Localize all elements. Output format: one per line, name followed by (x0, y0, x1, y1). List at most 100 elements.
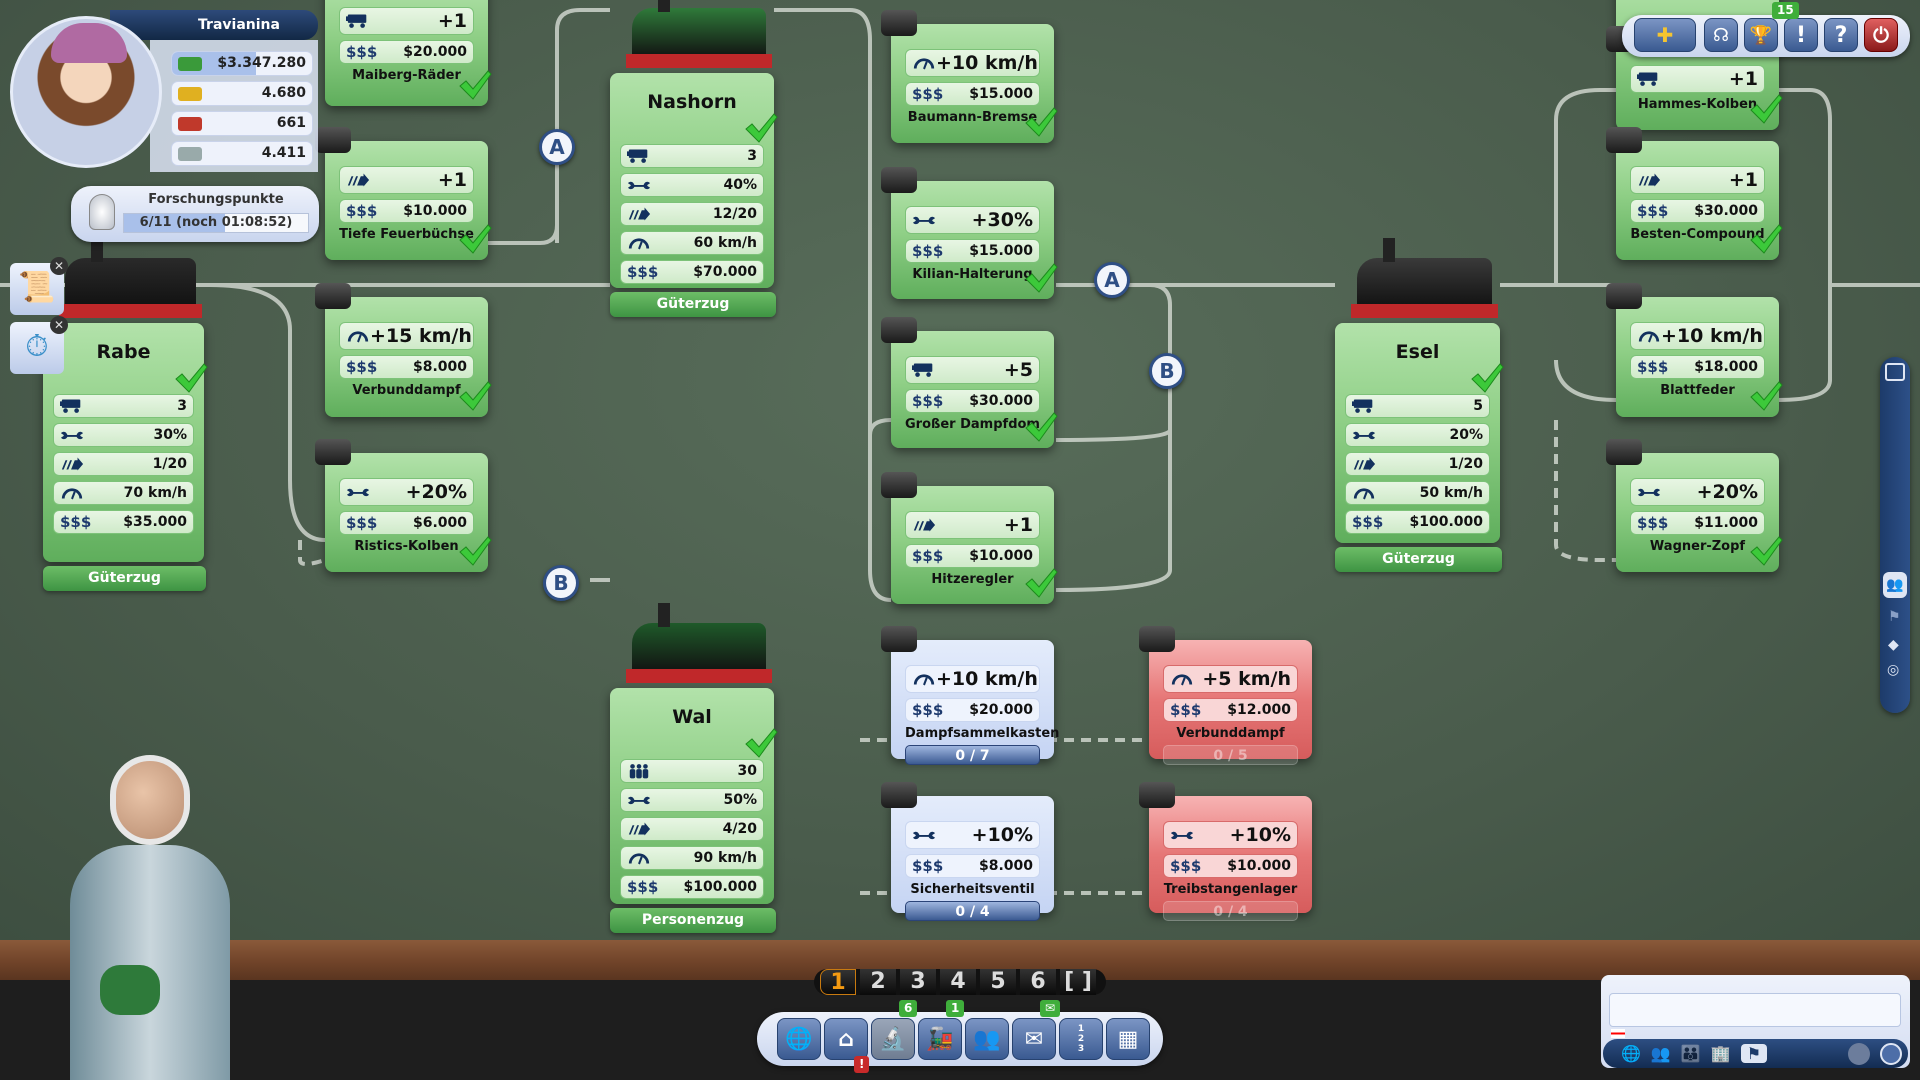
help-button[interactable]: ? (1824, 18, 1858, 52)
upgrade-bonus-row: +10 km/h (905, 665, 1040, 693)
upgrade-progress-button[interactable]: 0 / 7 (905, 745, 1040, 765)
chat-tab-flag-icon[interactable]: ⚑ (1740, 1044, 1768, 1063)
upgrade-bonus-row: +5 (905, 356, 1040, 384)
friends-icon[interactable]: 👥 (1883, 572, 1907, 598)
staff-icon: 👥 (973, 1026, 1001, 1052)
player-avatar[interactable] (10, 16, 162, 168)
page-tab-4[interactable]: 4 (940, 969, 976, 995)
upgrade-name: Baumann-Bremse (907, 110, 1038, 125)
side-scroll-panel[interactable]: 👥 ⚑ ◆ ◎ (1880, 357, 1910, 713)
locomotive-stat-value: 50% (723, 792, 757, 808)
upgrade-progress-button[interactable]: 0 / 4 (905, 901, 1040, 921)
connector-node-b: B (1149, 353, 1185, 389)
chat-tab-friends-icon[interactable]: 👥 (1650, 1044, 1671, 1063)
chat-tab-company-icon[interactable]: 🏢 (1710, 1044, 1731, 1063)
page-tab-7[interactable]: [ ] (1060, 969, 1096, 995)
locomotive-stat-row: 3 (620, 144, 764, 168)
locomotive-stat-value: 30 (737, 763, 757, 779)
upgrade-bonus: +10% (971, 824, 1033, 846)
locomotive-stat-value: 30% (153, 427, 187, 443)
chat-input[interactable] (1609, 993, 1901, 1027)
page-tab-2[interactable]: 2 (860, 969, 896, 995)
locomotive-type[interactable]: Personenzug (610, 908, 776, 933)
achievements-button[interactable]: 🏆 (1744, 18, 1778, 52)
page-tab-6[interactable]: 6 (1020, 969, 1056, 995)
chat-tab-association-icon[interactable]: 👪 (1680, 1044, 1701, 1063)
page-tab-1[interactable]: 1 (820, 969, 856, 995)
wrench-icon (627, 792, 651, 808)
locomotive-type[interactable]: Güterzug (1335, 547, 1502, 572)
wagon-icon (912, 362, 936, 378)
upgrade-name: Sicherheitsventil (910, 882, 1035, 897)
upgrade-part-image (1139, 626, 1175, 652)
upgrade-name: Verbunddampf (352, 383, 461, 398)
minimize-chat-button[interactable] (1848, 1042, 1870, 1065)
logout-button[interactable]: ⏻ (1864, 18, 1898, 52)
upgrade-price: $10.000 (403, 203, 467, 219)
upgrade-price: $11.000 (1694, 515, 1758, 531)
support-button[interactable]: ☊ (1704, 18, 1738, 52)
player-stat-value: 4.411 (261, 145, 306, 161)
globe-small-icon[interactable]: ◎ (1887, 662, 1900, 678)
page-tab-3[interactable]: 3 (900, 969, 936, 995)
map-button[interactable]: 🌐 (777, 1018, 821, 1060)
locomotive-stat-row: $$$$100.000 (1345, 510, 1490, 534)
currency-icon: $$$ (912, 85, 944, 103)
wrench-icon (912, 212, 936, 228)
trains-button[interactable]: 🚂 (918, 1018, 962, 1060)
research-button[interactable]: 🔬 (871, 1018, 915, 1060)
upgrade-name: Ristics-Kolben (354, 539, 459, 554)
close-icon[interactable]: ✕ (50, 316, 68, 334)
currency-icon: $$$ (1352, 513, 1384, 531)
speedometer-icon (912, 671, 936, 687)
window-icon[interactable] (1885, 363, 1905, 381)
upgrade-name: Wagner-Zopf (1649, 539, 1746, 554)
page-tab-5[interactable]: 5 (980, 969, 1016, 995)
power-icon: ⏻ (1873, 23, 1889, 47)
messages-button[interactable]: ✉ (1012, 1018, 1056, 1060)
buy-gold-button[interactable]: ✚ (1634, 18, 1696, 52)
statistics-button[interactable]: ▦ (1106, 1018, 1150, 1060)
upgrade-bonus: +15 km/h (370, 325, 472, 347)
player-stat-value: 4.680 (261, 85, 306, 101)
staff-button[interactable]: 👥 (965, 1018, 1009, 1060)
reliability-icon (912, 517, 936, 533)
tag-icon[interactable]: ◆ (1888, 637, 1899, 653)
maximize-chat-button[interactable] (1880, 1042, 1902, 1065)
connector-node-b: B (543, 565, 579, 601)
depot-button[interactable]: ⌂ (824, 1018, 868, 1060)
locomotive-name: Esel (1395, 341, 1440, 363)
upgrade-bonus: +10 km/h (1661, 325, 1763, 347)
upgrade-price-row: $$$$12.000 (1163, 698, 1298, 722)
locomotive-type[interactable]: Güterzug (610, 292, 776, 317)
close-icon[interactable]: ✕ (50, 257, 68, 275)
association-icon[interactable]: ⚑ (1888, 609, 1901, 625)
upgrade-price-row: $$$$15.000 (905, 239, 1040, 263)
chat-tab-world-icon[interactable]: 🌐 (1621, 1044, 1641, 1063)
news-button[interactable]: ! (1784, 18, 1818, 52)
research-points-panel: Forschungspunkte 6/11 (noch 01:08:52) (71, 186, 319, 242)
locomotive-type[interactable]: Güterzug (43, 566, 206, 591)
upgrade-bonus: +20% (405, 481, 467, 503)
